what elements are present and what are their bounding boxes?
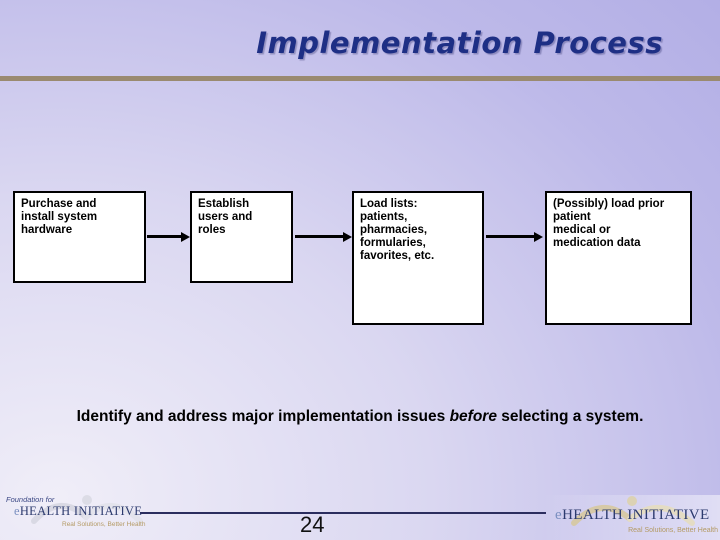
page-number: 24: [300, 512, 325, 537]
foundation-ehealth-logo: Foundation for eHEALTH INITIATIVE Real S…: [2, 491, 152, 538]
flow-box-purchase-hardware: Purchase and install system hardware: [13, 191, 146, 283]
gold-divider-line: [0, 76, 720, 81]
flow-arrow-3: [486, 235, 534, 238]
footer-divider-line: [140, 512, 546, 514]
people-figures-icon: [31, 495, 143, 524]
ehealth-initiative-wordmark: eHEALTH INITIATIVE: [555, 507, 710, 523]
flow-arrow-2: [295, 235, 343, 238]
flow-box-establish-users: Establish users and roles: [190, 191, 293, 283]
flow-box-load-prior-data: (Possibly) load prior patient medical or…: [545, 191, 692, 325]
flow-arrow-1: [147, 235, 181, 238]
ehealth-initiative-wordmark: eHEALTH INITIATIVE: [14, 504, 143, 518]
key-statement-lead: Identify and address major implementatio…: [76, 408, 450, 425]
foundation-for-text: Foundation for: [6, 495, 55, 504]
people-figures-icon: [571, 496, 695, 526]
logo-tagline: Real Solutions, Better Health: [62, 521, 146, 528]
key-statement-tail: selecting a system.: [496, 408, 644, 425]
logo-tagline: Real Solutions, Better Health: [628, 527, 718, 534]
key-statement-emphasis: before: [449, 408, 497, 425]
flow-box-load-lists: Load lists: patients, pharmacies, formul…: [352, 191, 484, 325]
key-statement: Identify and address major implementatio…: [0, 408, 720, 426]
ehealth-initiative-logo: eHEALTH INITIATIVE Real Solutions, Bette…: [543, 495, 720, 540]
slide-title: Implementation Process: [256, 26, 663, 60]
